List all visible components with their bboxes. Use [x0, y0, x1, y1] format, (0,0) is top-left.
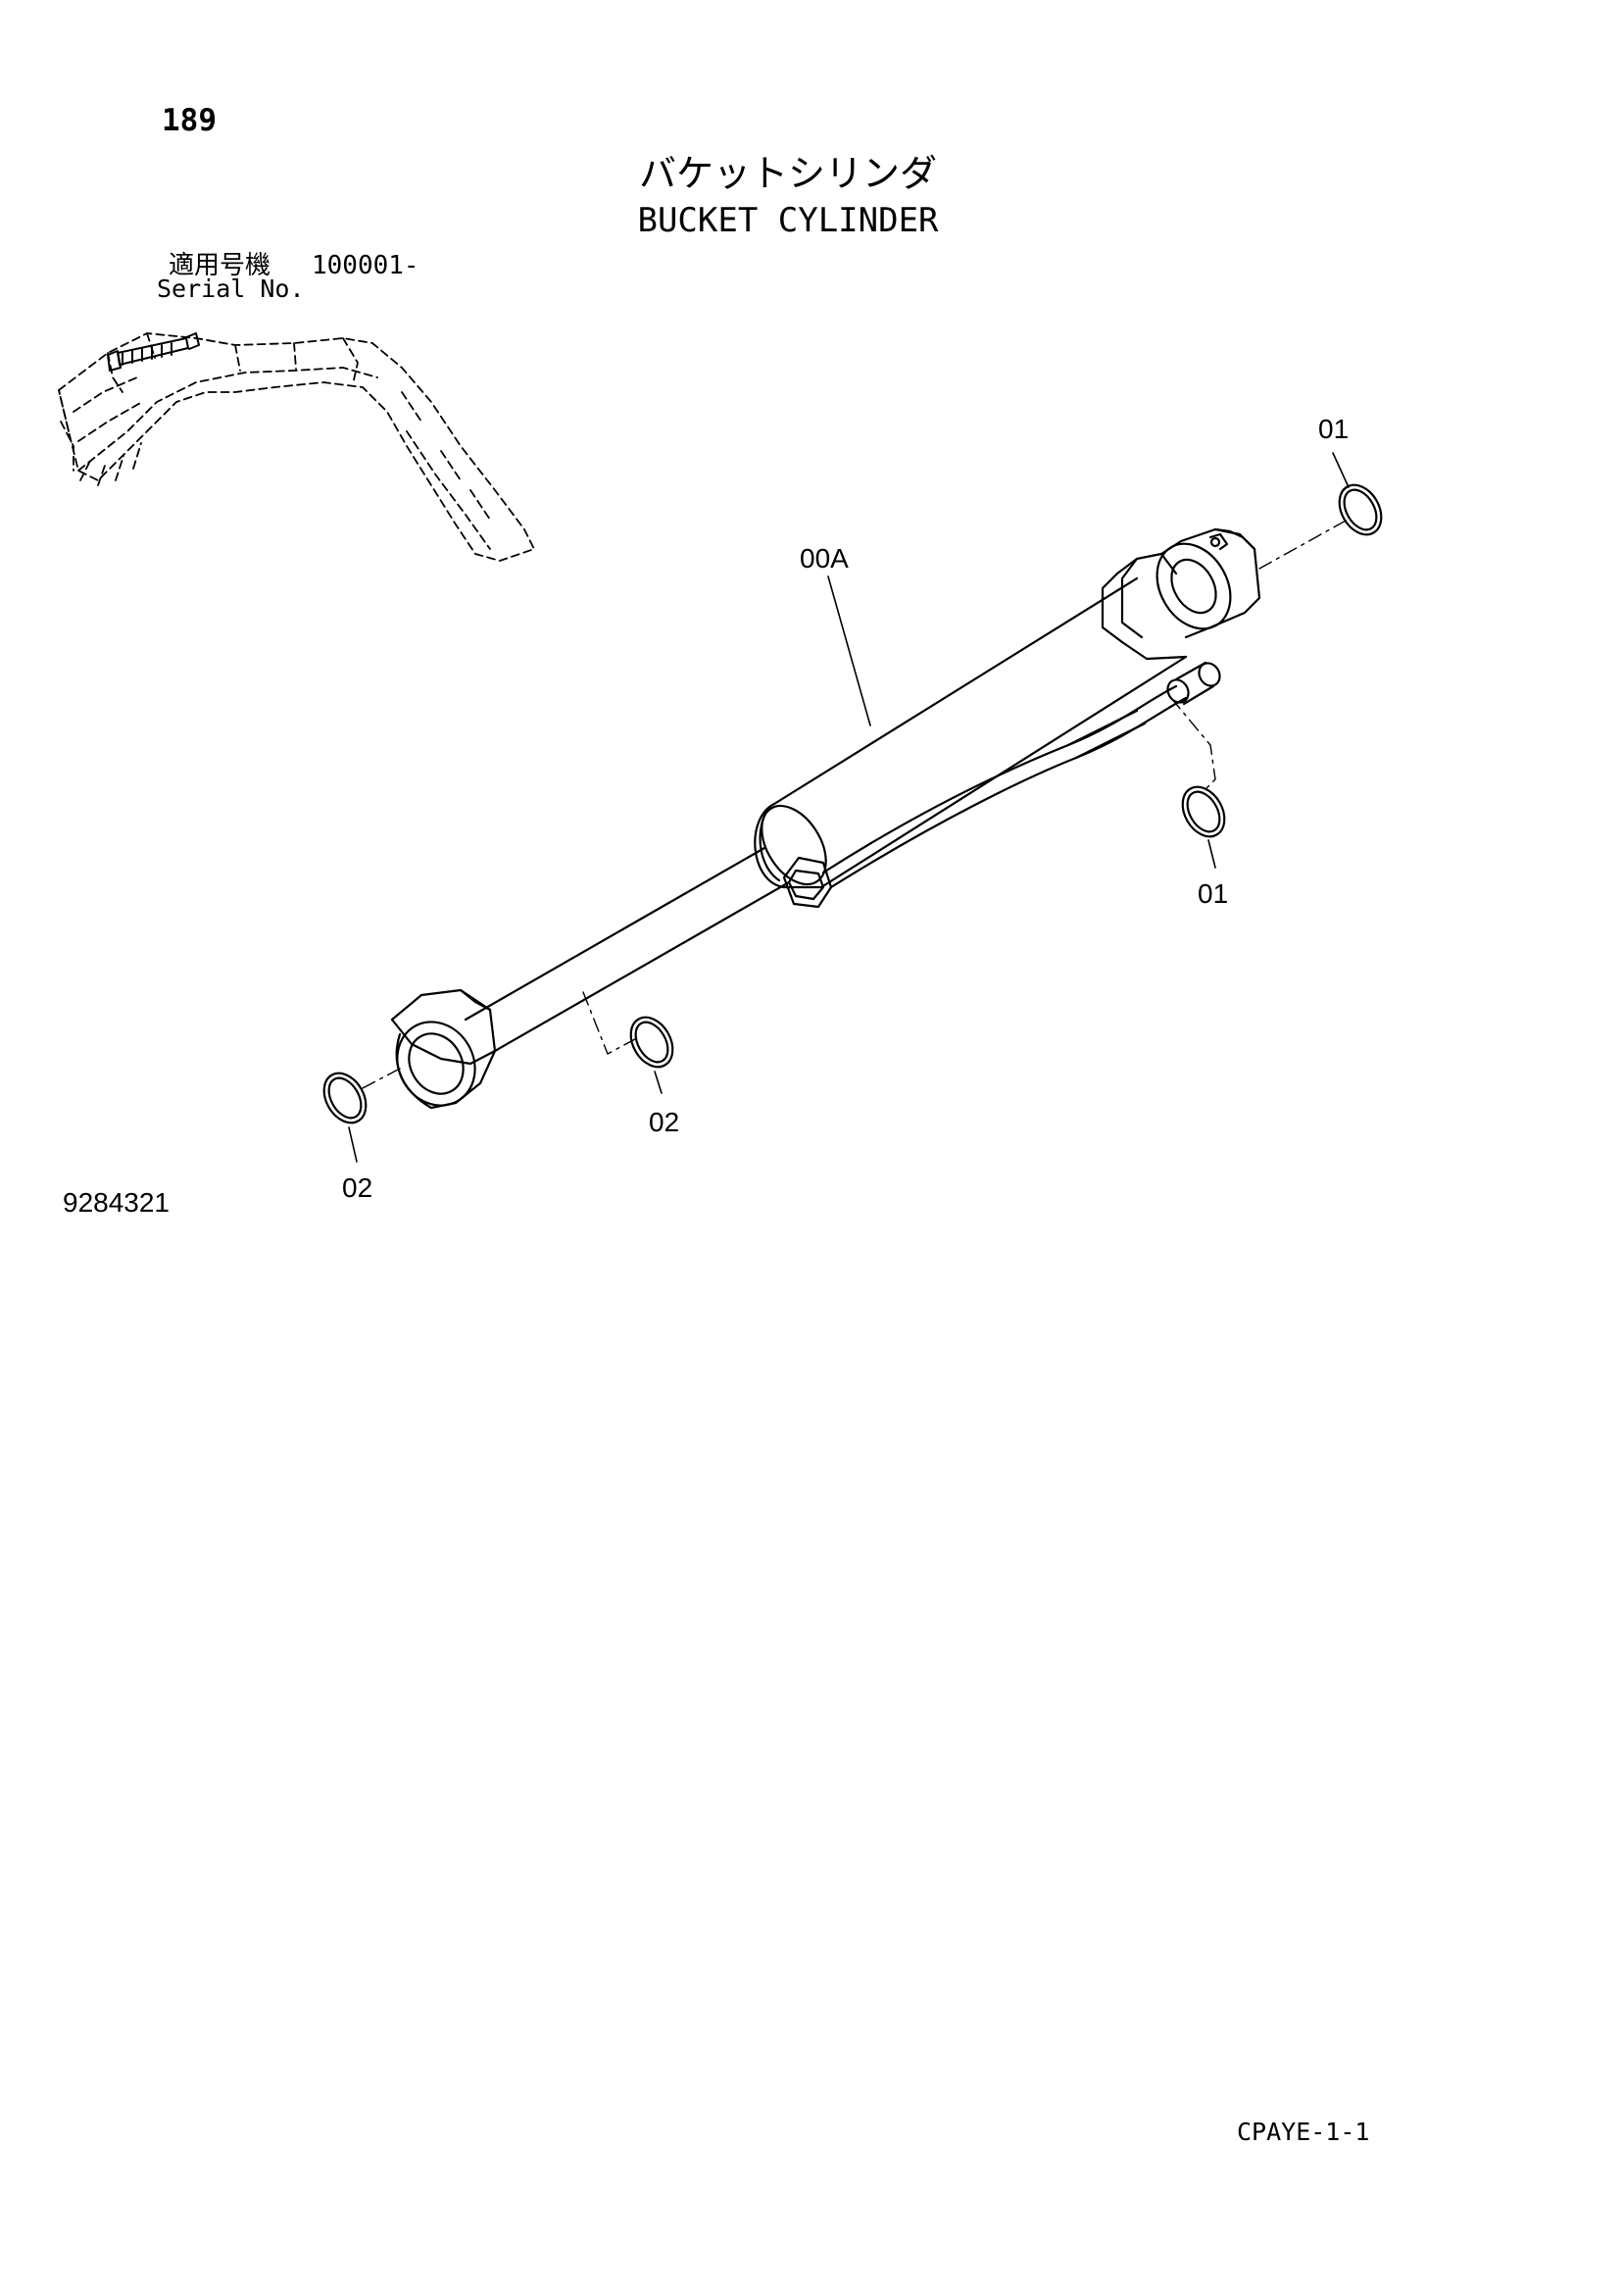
serial-label-japanese: 適用号機 [169, 251, 271, 280]
illustration-number: 9284321 [63, 1187, 171, 1218]
callout-seal-rod-lower: 02 [649, 1107, 680, 1137]
callout-seal-rod-end: 02 [342, 1173, 373, 1203]
seal-ring-mid-01 [1181, 785, 1226, 838]
assembly-center-lines [362, 519, 1349, 1089]
seal-ring-rod-lower-02 [629, 1016, 674, 1069]
callout-seal-mid: 01 [1198, 878, 1229, 909]
bucket-cylinder-assembly [390, 527, 1261, 1110]
callout-seal-top: 01 [1318, 414, 1350, 444]
leader-lines [348, 452, 1350, 1163]
callout-assembly: 00A [800, 543, 849, 574]
seal-ring-top-01 [1338, 483, 1383, 536]
page-code: CPAYE-1-1 [1237, 2118, 1370, 2146]
serial-range: 100001- [312, 251, 419, 280]
serial-label-english: Serial No. [157, 275, 305, 303]
location-thumbnail [58, 332, 535, 562]
page-title-english: BUCKET CYLINDER [637, 201, 939, 240]
thumbnail-cylinder-highlight [107, 332, 200, 372]
page-title-japanese: バケットシリンダ [638, 152, 937, 195]
page-number: 189 [162, 103, 217, 138]
seal-ring-rod-end-02 [322, 1072, 368, 1124]
